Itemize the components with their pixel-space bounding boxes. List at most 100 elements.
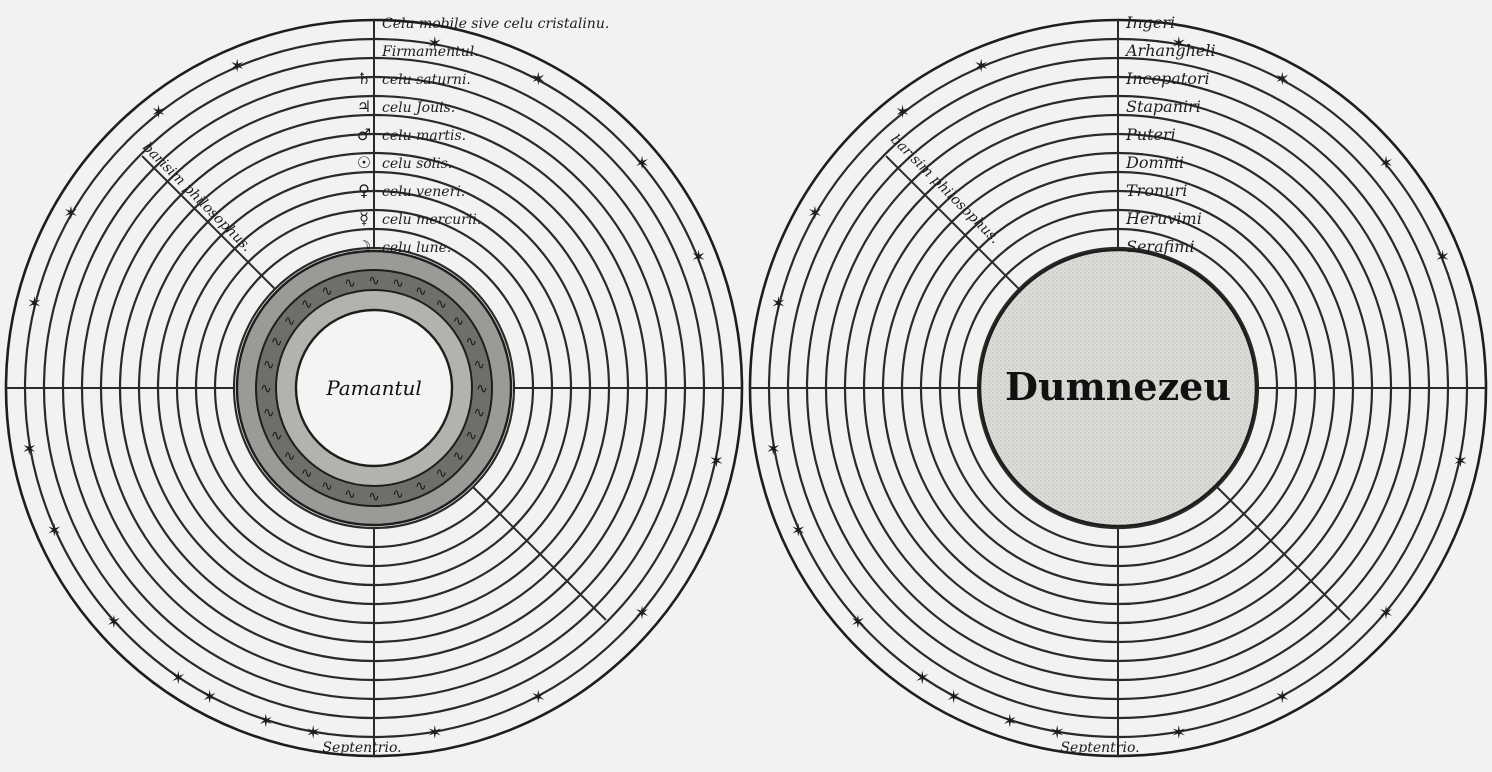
- right-bottom-label: Septentrio.: [1060, 740, 1139, 756]
- star-icon: ✶: [915, 668, 930, 689]
- star-icon: ✶: [1379, 153, 1394, 174]
- wave-icon: ∿: [473, 406, 485, 421]
- wave-icon: ∿: [301, 298, 313, 313]
- order-label: Domnii: [1125, 153, 1184, 172]
- earth-disc: [294, 308, 454, 468]
- star-icon: ✶: [709, 451, 724, 472]
- order-label: Stapaniri: [1126, 97, 1201, 116]
- wave-marks: ∿∿∿∿∿∿∿∿∿∿∿∿∿∿∿∿∿∿∿∿∿∿∿∿∿∿∿∿: [260, 274, 488, 505]
- star-icon: ✶: [1002, 711, 1017, 732]
- planet-symbol-icon: ♀: [358, 181, 370, 200]
- star-icon: ✶: [258, 711, 273, 732]
- diagonal-spoke: [1216, 486, 1351, 621]
- spokes: [750, 20, 1486, 756]
- sphere-label: Celu mobile sive celu cristalinu.: [382, 16, 609, 32]
- star-icon: ✶: [974, 56, 989, 77]
- planet-symbol-icon: ☿: [359, 209, 369, 228]
- angelic-orders-diagram: ✶✶✶✶✶✶✶✶✶✶✶✶✶✶✶✶✶✶✶ Dumnezeu IngeriArhan…: [748, 13, 1488, 758]
- celestial-spheres-diagram: ✶✶✶✶✶✶✶✶✶✶✶✶✶✶✶✶✶✶✶ ∿∿∿∿∿∿∿∿∿∿∿∿∿∿∿∿∿∿∿∿…: [4, 16, 744, 758]
- wave-icon: ∿: [435, 298, 447, 313]
- star-icon: ✶: [106, 612, 121, 633]
- star-icon: ✶: [1171, 33, 1186, 54]
- star-icon: ✶: [850, 612, 865, 633]
- wave-icon: ∿: [263, 358, 275, 373]
- star-icon: ✶: [230, 56, 245, 77]
- wave-icon: ∿: [465, 335, 477, 350]
- star-icon: ✶: [1435, 247, 1450, 268]
- wave-icon: ∿: [453, 449, 465, 464]
- left-bottom-label: Septentrio.: [322, 740, 401, 756]
- wave-icon: ∿: [368, 274, 380, 289]
- order-label: Ingeri: [1125, 13, 1175, 32]
- order-label: Puteri: [1125, 125, 1176, 144]
- star-icon: ✶: [946, 687, 961, 708]
- planet-symbol-icon: ♃: [357, 97, 371, 116]
- wave-icon: ∿: [284, 315, 296, 330]
- wave-icon: ∿: [368, 490, 380, 505]
- wave-icon: ∿: [453, 315, 465, 330]
- planet-symbols: ♄♃♂☉♀☿☽: [357, 69, 371, 256]
- planet-symbol-icon: ☉: [357, 153, 371, 172]
- star-icon: ✶: [202, 687, 217, 708]
- star-icon: ✶: [635, 603, 650, 624]
- star-icon: ✶: [63, 203, 78, 224]
- order-label: Arhangheli: [1124, 41, 1216, 60]
- star-icon: ✶: [47, 520, 62, 541]
- wave-icon: ∿: [465, 429, 477, 444]
- wave-icon: ∿: [301, 466, 313, 481]
- wave-icon: ∿: [344, 487, 356, 502]
- star-marks: ✶✶✶✶✶✶✶✶✶✶✶✶✶✶✶✶✶✶✶: [766, 33, 1468, 743]
- order-label: Tronuri: [1126, 181, 1187, 200]
- star-icon: ✶: [807, 203, 822, 224]
- order-label: Serafimi: [1126, 237, 1195, 256]
- order-label: Incepatori: [1125, 69, 1210, 88]
- diagonal-spoke: [885, 155, 1020, 290]
- wave-icon: ∿: [473, 358, 485, 373]
- wave-icon: ∿: [260, 382, 272, 397]
- star-icon: ✶: [1275, 69, 1290, 90]
- order-labels: IngeriArhangheliIncepatoriStapaniriPuter…: [1124, 13, 1216, 256]
- star-icon: ✶: [635, 153, 650, 174]
- wave-icon: ∿: [271, 429, 283, 444]
- wave-icon: ∿: [271, 335, 283, 350]
- sphere-label: Firmamentul.: [381, 44, 479, 60]
- star-icon: ✶: [531, 687, 546, 708]
- star-marks: ✶ ✶ ✶ ✶ ✶ ✶ ✶ ✶ ✶ ✶ ✶ ✶ ✶ ✶ ✶ ✶ ✶ ✶ ✶: [22, 33, 724, 743]
- sphere-label: celu mercurii.: [382, 212, 481, 228]
- wave-icon: ∿: [392, 277, 404, 292]
- sphere-label: celu solis.: [382, 156, 452, 172]
- star-icon: ✶: [22, 439, 37, 460]
- wave-icon: ∿: [392, 487, 404, 502]
- star-icon: ✶: [1379, 603, 1394, 624]
- star-icon: ✶: [306, 723, 321, 744]
- wave-icon: ∿: [284, 449, 296, 464]
- sphere-label: celu saturni.: [382, 72, 471, 88]
- star-icon: ✶: [151, 102, 166, 123]
- wave-icon: ∿: [321, 285, 333, 300]
- star-icon: ✶: [171, 668, 186, 689]
- sphere-labels: Celu mobile sive celu cristalinu. Firmame…: [381, 16, 609, 256]
- spokes: [6, 20, 742, 756]
- sphere-label: celu Jouis.: [382, 100, 455, 116]
- star-icon: ✶: [1453, 451, 1468, 472]
- order-label: Heruvimi: [1125, 209, 1202, 228]
- star-icon: ✶: [791, 520, 806, 541]
- god-disc: [978, 248, 1258, 528]
- diagonal-spoke: [141, 155, 276, 290]
- star-icon: ✶: [691, 247, 706, 268]
- planet-symbol-icon: ♄: [357, 69, 371, 88]
- star-icon: ✶: [895, 102, 910, 123]
- star-icon: ✶: [27, 293, 42, 314]
- wave-icon: ∿: [476, 382, 488, 397]
- sphere-label: celu martis.: [382, 128, 466, 144]
- star-icon: ✶: [1171, 723, 1186, 744]
- star-icon: ✶: [427, 33, 442, 54]
- wave-icon: ∿: [435, 466, 447, 481]
- star-icon: ✶: [531, 69, 546, 90]
- planet-symbol-icon: ♂: [357, 125, 371, 144]
- wave-icon: ∿: [321, 479, 333, 494]
- star-icon: ✶: [427, 723, 442, 744]
- god-label: Dumnezeu: [1005, 364, 1231, 409]
